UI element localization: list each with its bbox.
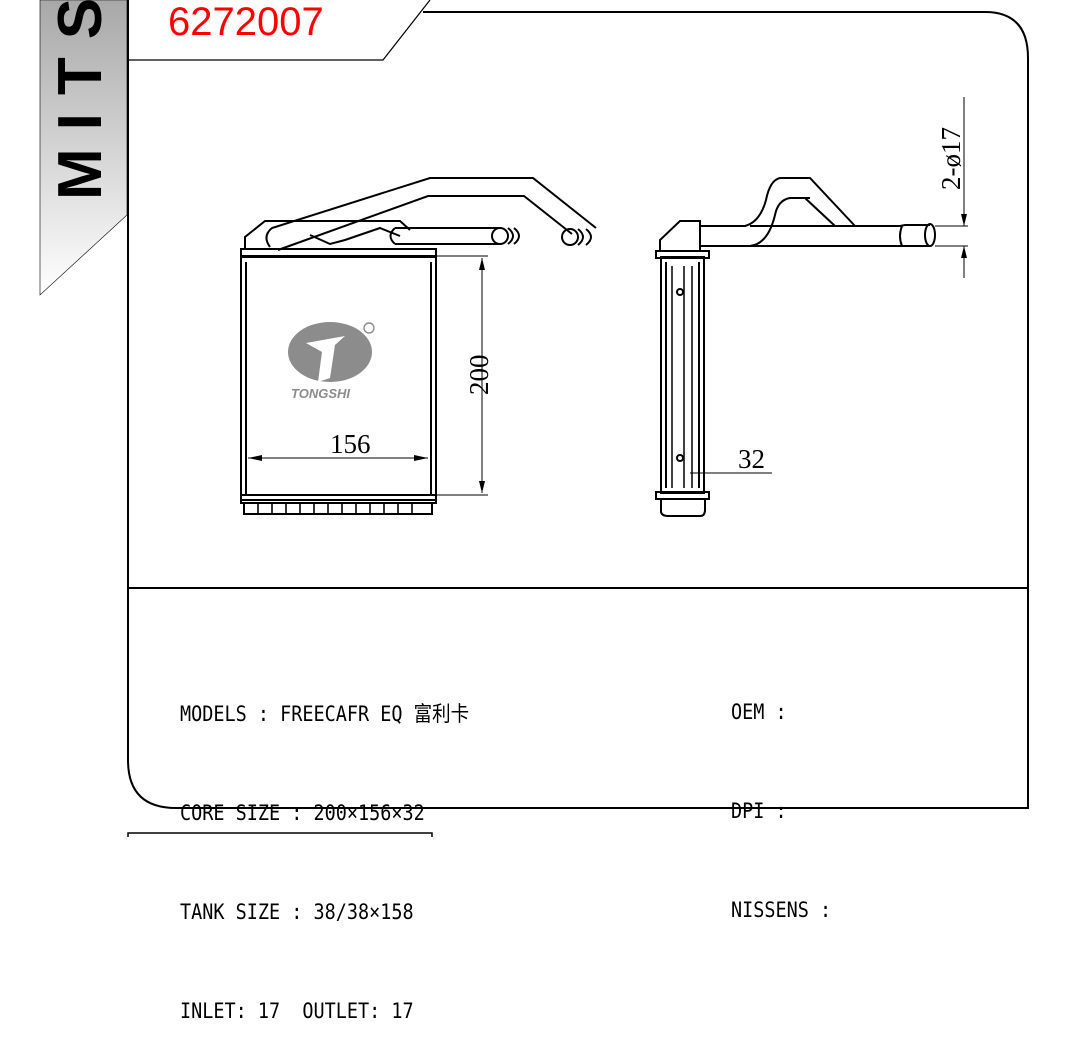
- spec-dpi: DPI :: [731, 799, 787, 823]
- dimension-width: 156: [330, 429, 371, 459]
- spec-nissens: NISSENS :: [731, 898, 832, 922]
- part-number: 6272007: [168, 0, 324, 44]
- dimension-depth: 32: [738, 444, 765, 474]
- spec-oem: OEM :: [731, 700, 787, 724]
- spec-models: MODELS : FREECAFR EQ 富利卡: [180, 702, 470, 726]
- brand-banner-text: MITSU: [46, 0, 115, 200]
- spec-inlet-outlet: INLET: 17 OUTLET: 17: [180, 999, 414, 1023]
- dimension-pipe: 2-ø17: [936, 127, 966, 190]
- specs-left: MODELS : FREECAFR EQ 富利卡 CORE SIZE : 200…: [180, 632, 469, 1061]
- logo-text: TONGSHI: [291, 386, 350, 401]
- dimension-height: 200: [464, 355, 494, 396]
- side-view: [655, 97, 968, 517]
- tongshi-logo: TONGSHI: [288, 322, 375, 401]
- spec-core-size: CORE SIZE : 200×156×32: [180, 801, 425, 825]
- spec-tank-size: TANK SIZE : 38/38×158: [180, 900, 414, 924]
- frame: [127, 0, 1029, 837]
- technical-drawing-sheet: TONGSHI 156 200 32 2-ø17: [39, 0, 1029, 837]
- specs-right: OEM : DPI : NISSENS :: [731, 630, 831, 960]
